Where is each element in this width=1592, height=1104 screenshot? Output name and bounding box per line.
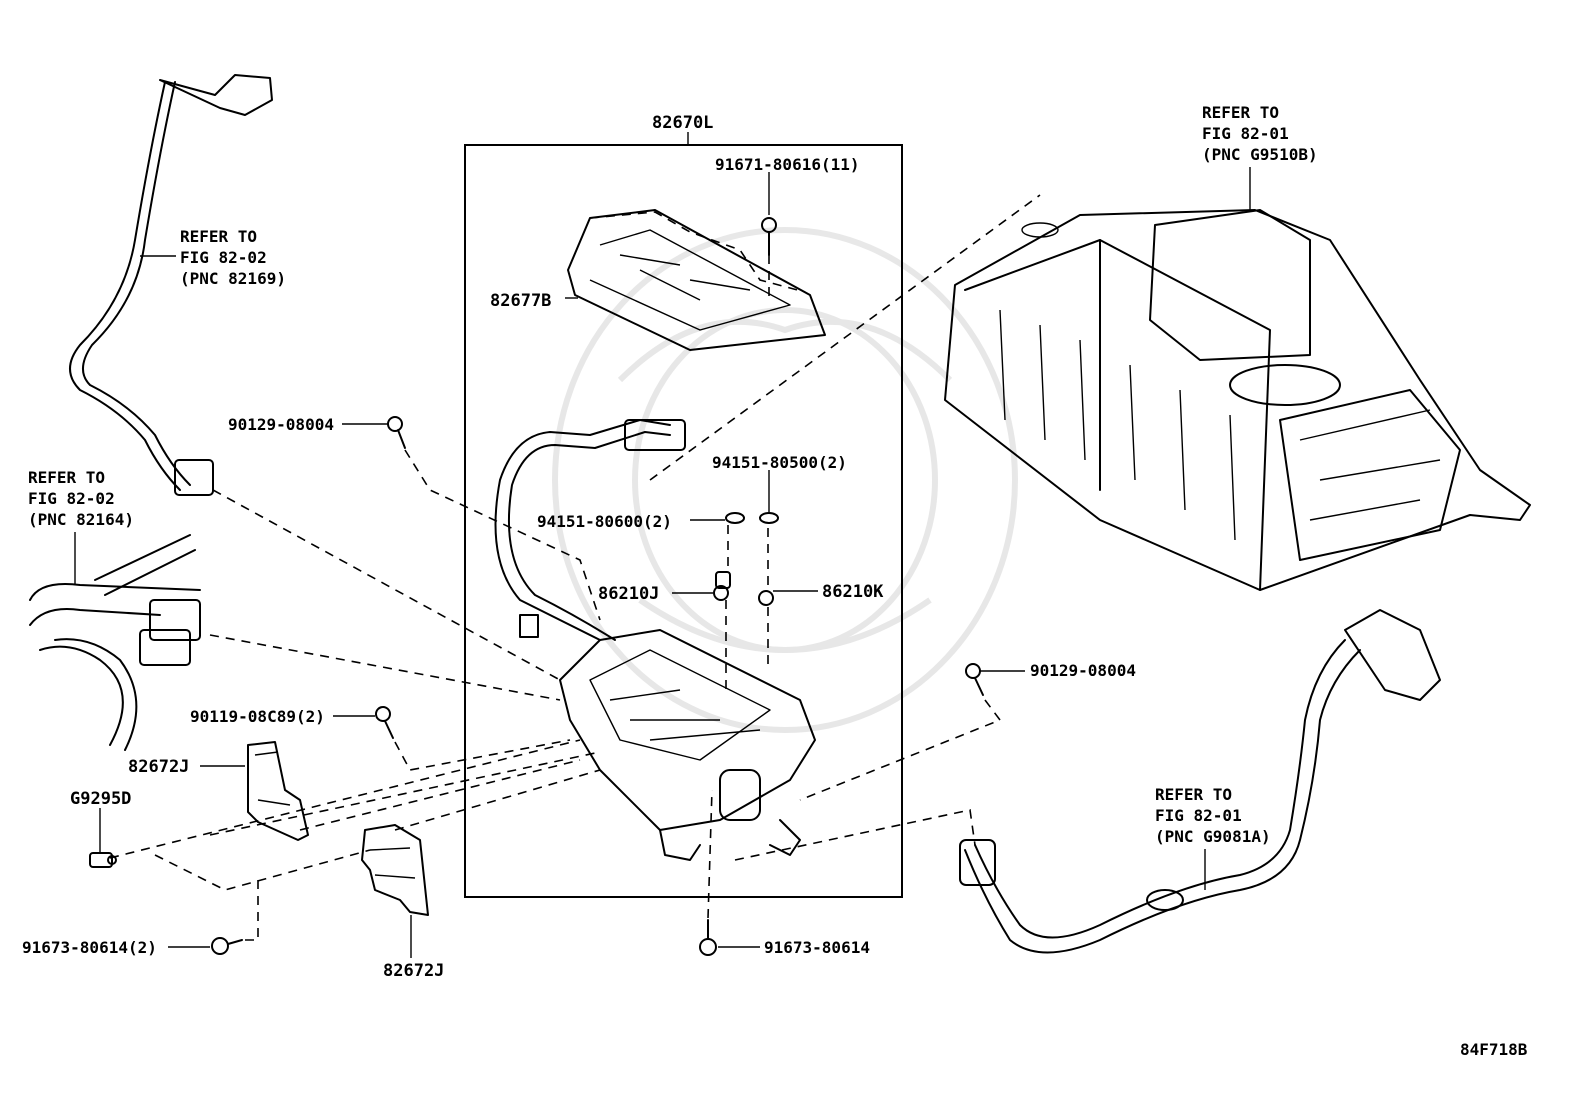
label-91673-80614-2: 91673-80614(2) [22, 938, 157, 957]
bolt-91673-80614-2 [211, 875, 259, 955]
label-86210k: 86210K [822, 582, 884, 602]
label-94151-80600: 94151-80600(2) [537, 512, 672, 531]
bolt-90129-08004-right [799, 663, 1002, 801]
nut-94151-80500 [759, 512, 779, 524]
bolt-90119-08c89 [375, 706, 571, 771]
label-91673-80614: 91673-80614 [764, 938, 870, 957]
label-86210j: 86210J [598, 584, 659, 604]
svg-text:REFER TO: REFER TO [28, 468, 105, 487]
svg-text:FIG 82-01: FIG 82-01 [1155, 806, 1242, 825]
assembly-label: 82670L [652, 113, 713, 133]
clip-g9295d [89, 852, 117, 868]
label-91671-80616: 91671-80616(11) [715, 155, 860, 174]
svg-text:REFER TO: REFER TO [180, 227, 257, 246]
svg-text:FIG 82-02: FIG 82-02 [180, 248, 267, 267]
ref-note-82169: REFER TO FIG 82-02 (PNC 82169) [140, 227, 286, 288]
label-90129-08004-left: 90129-08004 [228, 415, 334, 434]
svg-text:(PNC 82164): (PNC 82164) [28, 510, 134, 529]
harness-82164 [29, 534, 201, 751]
label-82672j-lower: 82672J [383, 961, 444, 981]
assembly-frame [464, 144, 903, 898]
diagram-code: 84F718B [1460, 1040, 1528, 1059]
label-g9295d: G9295D [70, 789, 131, 809]
cover-82677b [567, 209, 826, 351]
bracket-82672j-lower [361, 824, 429, 916]
label-82677b: 82677B [490, 291, 551, 311]
ref-note-82164: REFER TO FIG 82-02 (PNC 82164) [28, 468, 134, 585]
svg-text:FIG 82-02: FIG 82-02 [28, 489, 115, 508]
label-82672j-upper: 82672J [128, 757, 189, 777]
terminal-86210j [713, 525, 731, 690]
watermark-logo [552, 227, 1018, 733]
svg-text:REFER TO: REFER TO [1155, 785, 1232, 804]
hv-battery-pack [944, 209, 1531, 591]
junction-block-assembly [494, 419, 816, 861]
svg-text:(PNC G9081A): (PNC G9081A) [1155, 827, 1271, 846]
label-90129-08004-right: 90129-08004 [1030, 661, 1136, 680]
label-94151-80500: 94151-80500(2) [712, 453, 847, 472]
nut-94151-80600 [725, 512, 745, 524]
ref-note-g9081a: REFER TO FIG 82-01 (PNC G9081A) [1155, 785, 1271, 890]
cable-g9081a [959, 609, 1441, 954]
ref-note-g9510b: REFER TO FIG 82-01 (PNC G9510B) [1202, 103, 1318, 212]
label-90119-08c89: 90119-08C89(2) [190, 707, 325, 726]
bolt-91671-80616 [761, 217, 777, 300]
svg-text:REFER TO: REFER TO [1202, 103, 1279, 122]
terminal-86210k [758, 528, 774, 665]
guide-lines [109, 194, 1041, 891]
svg-text:(PNC 82169): (PNC 82169) [180, 269, 286, 288]
svg-text:FIG 82-01: FIG 82-01 [1202, 124, 1289, 143]
bolt-91673-80614 [699, 789, 717, 956]
harness-82169 [69, 74, 273, 496]
svg-text:(PNC G9510B): (PNC G9510B) [1202, 145, 1318, 164]
bracket-82672j-upper [247, 741, 309, 841]
